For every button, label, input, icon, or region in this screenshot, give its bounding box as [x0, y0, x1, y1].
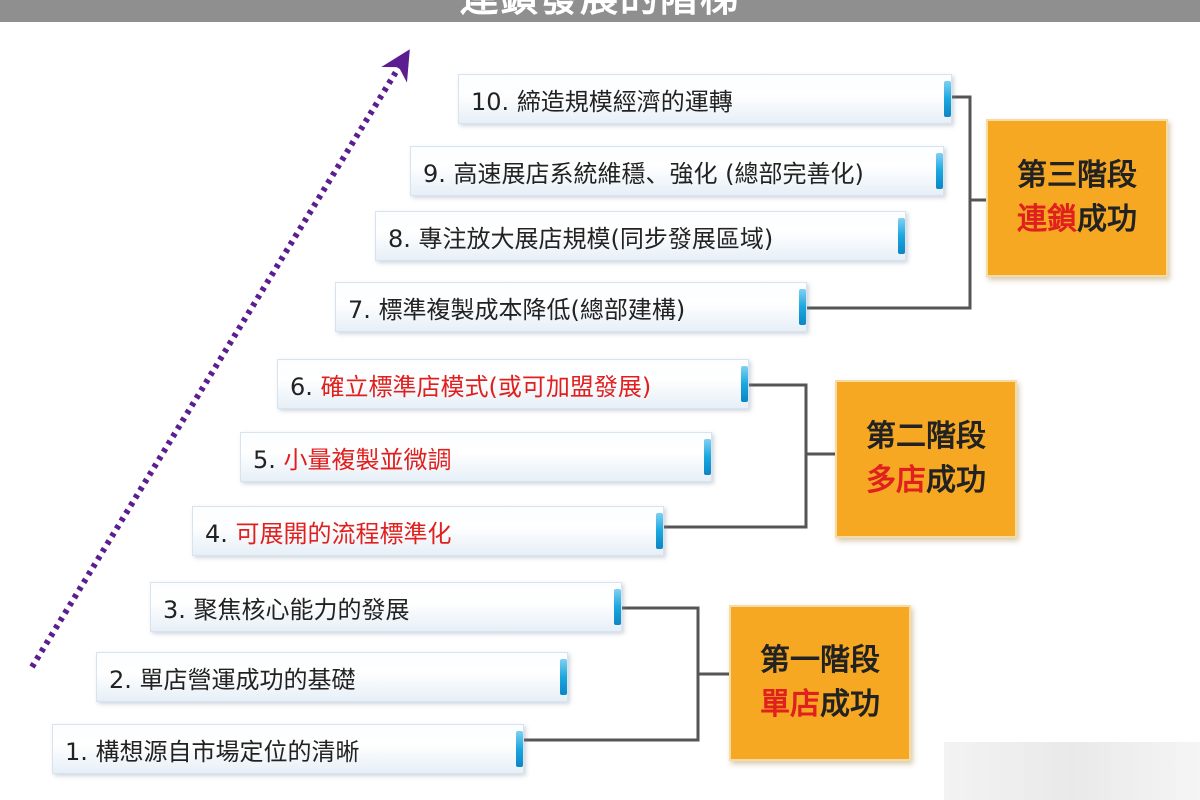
- step-text: 小量複製並微調: [283, 445, 452, 474]
- step-text: 構想源自市場定位的清晰: [95, 737, 360, 766]
- step-text: 單店營運成功的基礎: [139, 665, 356, 694]
- staircase-diagram: 1. 構想源自市場定位的清晰 2. 單店營運成功的基礎 3. 聚焦核心能力的發展…: [0, 22, 1200, 800]
- step-text: 聚焦核心能力的發展: [193, 595, 410, 624]
- ladder-step-7: 7. 標準複製成本降低(總部建構): [335, 282, 807, 332]
- ladder-step-8: 8. 專注放大展店規模(同步發展區域): [375, 211, 906, 261]
- stage-title: 第三階段: [1017, 158, 1137, 193]
- step-number: 4.: [205, 519, 228, 548]
- ladder-step-1: 1. 構想源自市場定位的清晰: [52, 724, 524, 774]
- step-number: 5.: [253, 445, 276, 474]
- ladder-step-2: 2. 單店營運成功的基礎: [96, 652, 568, 702]
- stage-1-box: 第一階段 單店成功: [729, 605, 911, 761]
- step-number: 7.: [348, 295, 371, 324]
- bracket-connectors: [524, 95, 988, 742]
- step-number: 10.: [471, 87, 510, 116]
- blurred-watermark: [944, 742, 1200, 800]
- step-number: 2.: [109, 665, 132, 694]
- step-text: 專注放大展店規模(同步發展區域): [418, 224, 774, 253]
- step-number: 6.: [290, 372, 313, 401]
- step-text: 確立標準店模式(或可加盟發展): [320, 372, 652, 401]
- step-text: 高速展店系統維穩、強化 (總部完善化): [453, 159, 864, 188]
- ladder-step-10: 10. 締造規模經濟的運轉: [458, 74, 952, 124]
- stage-2-box: 第二階段 多店成功: [835, 380, 1017, 538]
- connector-layer: [29, 49, 988, 742]
- step-number: 9.: [423, 159, 446, 188]
- growth-arrow: [29, 49, 410, 669]
- step-number: 8.: [388, 224, 411, 253]
- stage-subtitle: 單店成功: [760, 687, 880, 722]
- stage-subtitle: 多店成功: [866, 463, 986, 498]
- stage-title: 第二階段: [866, 419, 986, 454]
- ladder-step-5: 5. 小量複製並微調: [240, 432, 712, 482]
- step-number: 3.: [163, 595, 186, 624]
- step-text: 標準複製成本降低(總部建構): [378, 295, 686, 324]
- ladder-step-4: 4. 可展開的流程標準化: [192, 506, 664, 556]
- stage-title: 第一階段: [760, 643, 880, 678]
- ladder-step-6: 6. 確立標準店模式(或可加盟發展): [277, 359, 749, 409]
- stage-subtitle: 連鎖成功: [1017, 202, 1137, 237]
- step-text: 締造規模經濟的運轉: [516, 87, 733, 116]
- step-text: 可展開的流程標準化: [235, 519, 452, 548]
- step-number: 1.: [65, 737, 88, 766]
- stage-3-box: 第三階段 連鎖成功: [986, 119, 1168, 277]
- ladder-step-9: 9. 高速展店系統維穩、強化 (總部完善化): [410, 146, 944, 196]
- ladder-step-3: 3. 聚焦核心能力的發展: [150, 582, 622, 632]
- diagram-title: 連鎖發展的階梯: [0, 0, 1200, 18]
- title-bar: 連鎖發展的階梯: [0, 0, 1200, 22]
